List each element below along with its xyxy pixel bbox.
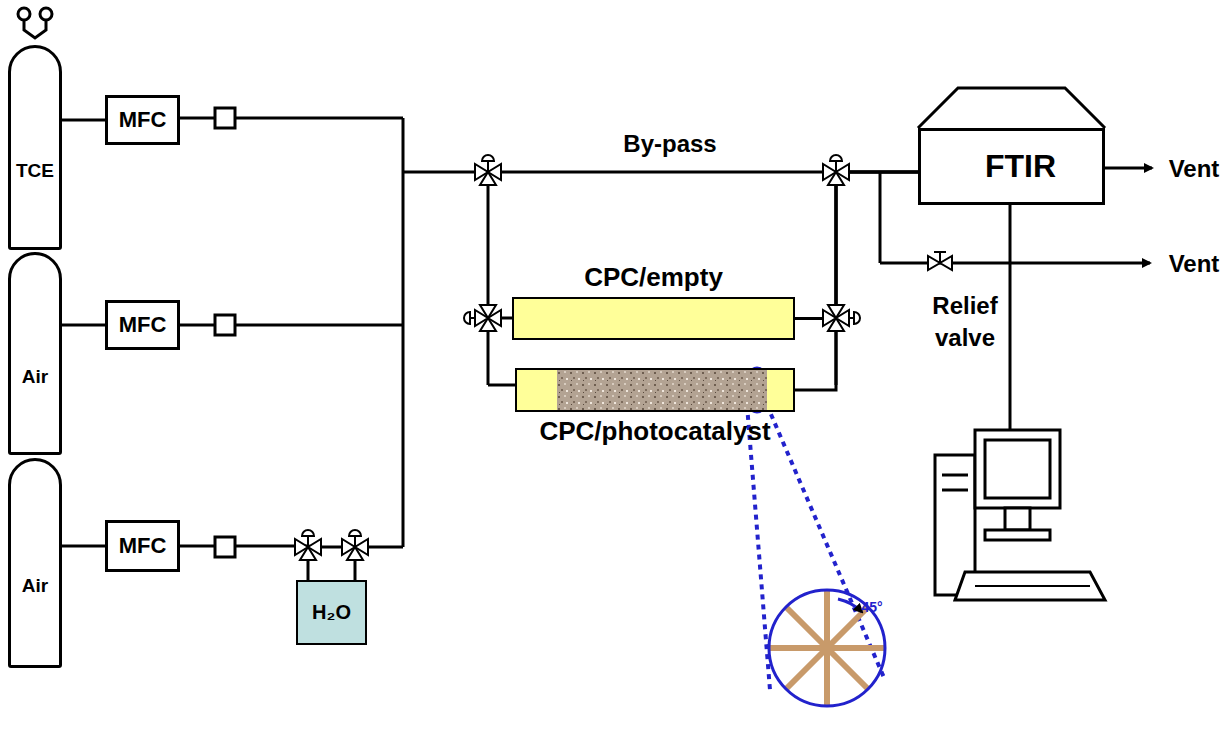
relief-valve-label: Relief valve [915,290,1015,355]
gas-line [62,119,105,122]
ftir-housing [918,88,1105,128]
photocatalyst-bed [557,370,767,410]
angle-label: 45° [852,598,892,617]
gas-line [180,118,1152,580]
reactor-tube: CPC/photocatalyst [515,368,795,412]
node-label: Air [22,366,48,388]
node-label: CPC/photocatalyst [539,416,770,447]
check-valve [215,108,235,557]
gas-line [62,545,105,548]
reactor-tube: CPC/empty [512,297,795,340]
relief-valve-symbol [928,252,952,270]
leader-line [747,405,770,690]
water-bubbler: H₂O [296,580,367,645]
gas-cylinder: Air [8,458,62,668]
mfc-box: MFC [105,300,180,350]
photocatalyst-texture [557,370,767,410]
gas-line [795,172,918,319]
three-way-valve [295,155,860,560]
node-label: H₂O [312,601,351,624]
mfc-box: MFC [105,520,180,572]
node-label: TCE [16,160,54,182]
node-label: MFC [119,107,167,133]
angle-arrow [838,599,862,612]
node-label: CPC/empty [584,262,723,293]
gas-line [795,172,918,390]
mfc-box: MFC [105,95,180,145]
gas-cylinder: Air [8,252,62,455]
bypass-label: By-pass [590,128,750,160]
vent-label: Vent [1160,153,1228,185]
node-label: Air [22,575,48,597]
gas-cylinder: TCE [8,45,62,250]
gas-line [180,546,308,580]
node-label: FTIR [985,148,1056,185]
vent-label: Vent [1160,248,1228,280]
computer-symbol [935,430,1105,600]
gas-line [62,324,105,327]
ftir-box: FTIR [918,128,1105,205]
node-label: MFC [119,312,167,338]
node-label: MFC [119,533,167,559]
